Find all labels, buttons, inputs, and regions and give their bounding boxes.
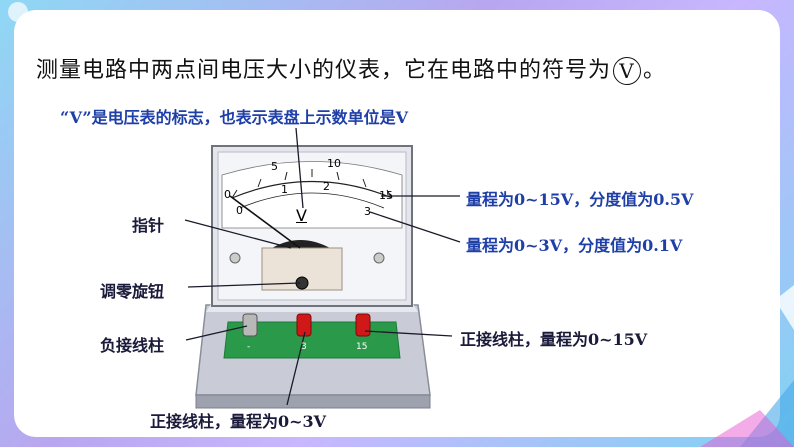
scale-lower-2: 2 [323, 180, 330, 193]
scale-upper-15: 15 [379, 189, 393, 202]
scale-lower-3: 3 [364, 205, 371, 218]
range-15-note: 量程为0~15V，分度值为0.5V [466, 190, 694, 209]
terminal-label-15: 15 [356, 342, 368, 352]
scale-upper-0: 0 [224, 188, 231, 201]
scale-lower-1: 1 [281, 183, 288, 196]
needle-line [229, 195, 301, 249]
scale-lower-0: 0 [236, 204, 243, 217]
positive-15-note: 正接线柱，量程为0~15V [460, 330, 648, 349]
negative-terminal-label: 负接线柱 [100, 336, 165, 355]
terminal-label-negative: - [247, 342, 251, 352]
voltmeter-symbol: V [613, 57, 642, 85]
title-tail: 。 [643, 58, 667, 83]
terminal-label-3: 3 [301, 342, 307, 352]
v-mark-note: “V”是电压表的标志，也表示表盘上示数单位是V [60, 108, 408, 127]
title-text: 测量电路中两点间电压大小的仪表，它在电路中的符号为 [36, 58, 612, 83]
scale-upper-10: 10 [327, 157, 341, 170]
needle-label: 指针 [132, 216, 165, 235]
dial-unit-v: V [296, 206, 307, 225]
positive-3-note: 正接线柱，量程为0~3V [150, 412, 327, 431]
zero-knob-label: 调零旋钮 [100, 282, 165, 301]
scale-upper-5: 5 [271, 160, 278, 173]
range-3-note: 量程为0~3V，分度值为0.1V [466, 236, 683, 255]
